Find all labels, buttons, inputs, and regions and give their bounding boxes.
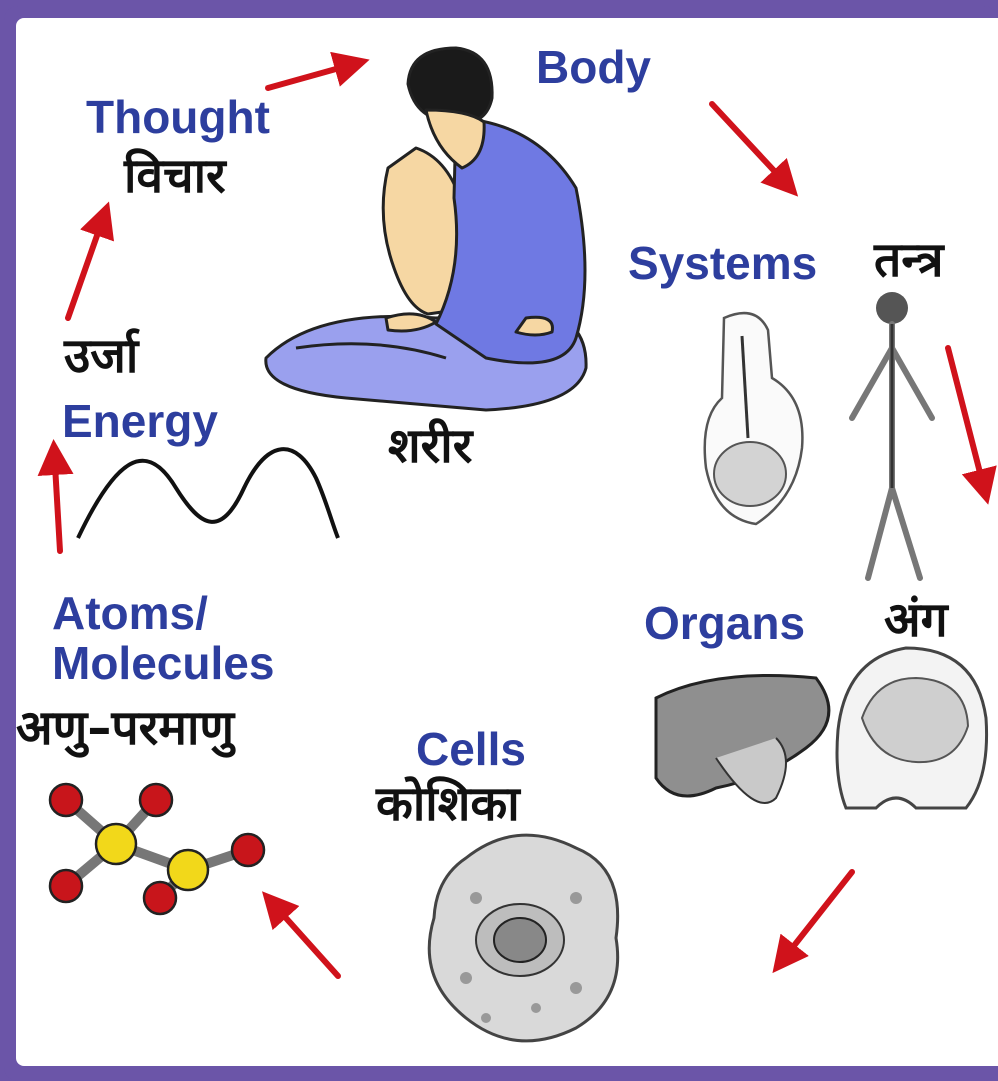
label-organs-hi: अंग xyxy=(884,596,948,644)
label-organs-en: Organs xyxy=(644,600,805,646)
label-energy-en: Energy xyxy=(62,398,218,444)
label-cells-hi: कोशिका xyxy=(376,780,520,828)
label-energy-hi: उर्जा xyxy=(64,332,138,380)
label-body-en: Body xyxy=(536,44,651,90)
label-body-hi: शरीर xyxy=(388,422,472,470)
label-atoms-hi: अणु–परमाणु xyxy=(16,704,234,752)
label-thought-hi: विचार xyxy=(124,152,226,200)
diagram-panel: Body शरीर Thought विचार उर्जा Energy Ato… xyxy=(16,18,998,1066)
label-cells-en: Cells xyxy=(416,726,526,772)
label-atoms-en-line2: Molecules xyxy=(52,640,274,686)
label-systems-en: Systems xyxy=(628,240,817,286)
label-atoms-en-line1: Atoms/ xyxy=(52,590,208,636)
label-systems-hi: तन्त्र xyxy=(874,236,943,284)
label-thought-en: Thought xyxy=(86,94,270,140)
